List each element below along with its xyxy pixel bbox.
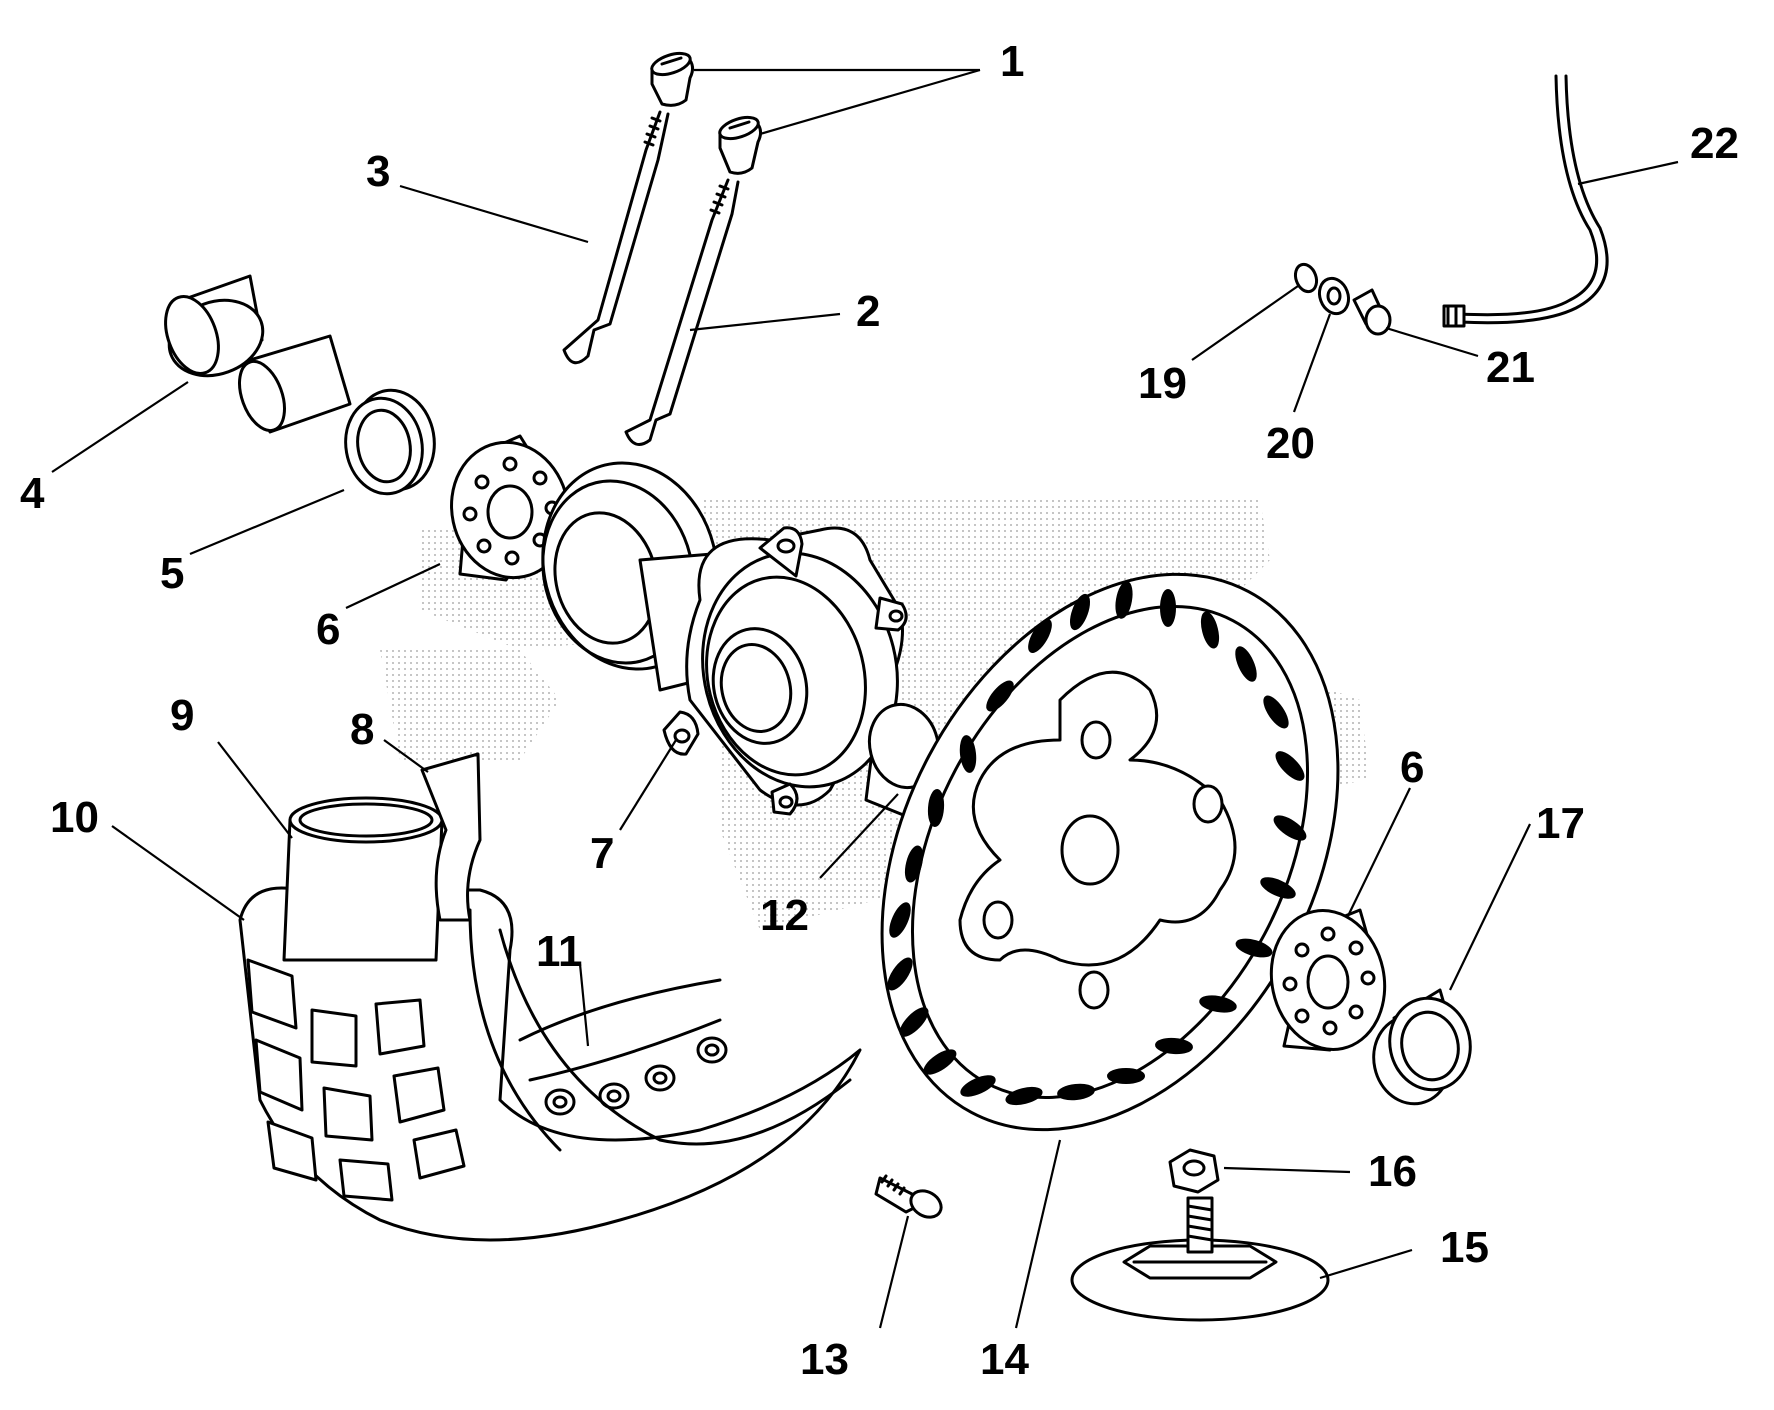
axle-spacer-part-4 xyxy=(164,274,352,434)
hub-part-7 xyxy=(541,461,908,816)
callout-21: 21 xyxy=(1486,343,1535,392)
callout-6-left: 6 xyxy=(316,605,340,654)
callout-11: 11 xyxy=(536,927,583,976)
bearing-part-6-left xyxy=(450,434,570,582)
leader-lines xyxy=(51,68,1679,1329)
callout-20: 20 xyxy=(1266,419,1315,468)
circlip-part-19 xyxy=(1293,262,1319,294)
callout-1: 1 xyxy=(1000,37,1024,86)
callout-14: 14 xyxy=(980,1335,1029,1384)
bushing-part-21 xyxy=(1352,288,1392,336)
screw-part-13 xyxy=(874,1174,943,1219)
callout-7: 7 xyxy=(590,829,614,878)
spoke-nipple-part-1 xyxy=(650,51,763,175)
callout-8: 8 xyxy=(350,705,374,754)
bearing-part-6-right xyxy=(1269,908,1387,1052)
rim-lock-part-15 xyxy=(1070,1196,1330,1322)
dust-seal-part-17 xyxy=(1372,988,1472,1106)
nut-part-16 xyxy=(1168,1148,1220,1194)
callout-16: 16 xyxy=(1368,1147,1417,1196)
dust-seal-part-5 xyxy=(344,388,436,496)
callout-labels: 1 2 3 4 5 6 6 7 8 9 10 11 12 13 14 15 16… xyxy=(20,37,1739,1384)
brake-disc-part-14 xyxy=(880,572,1340,1132)
speedometer-cable-part-22 xyxy=(1442,74,1609,328)
callout-22: 22 xyxy=(1690,119,1739,168)
washer-part-20 xyxy=(1317,276,1351,316)
callout-2: 2 xyxy=(856,287,880,336)
callout-4: 4 xyxy=(20,469,45,518)
spoke-part-2 xyxy=(624,178,740,446)
rim-strip-part-8 xyxy=(420,752,482,922)
callout-5: 5 xyxy=(160,549,184,598)
spoke-part-3 xyxy=(562,110,670,365)
callout-19: 19 xyxy=(1138,359,1187,408)
callout-17: 17 xyxy=(1536,799,1585,848)
callout-3: 3 xyxy=(366,147,390,196)
callout-12: 12 xyxy=(760,891,809,940)
callout-13: 13 xyxy=(800,1335,849,1384)
callout-15: 15 xyxy=(1440,1223,1489,1272)
callout-9: 9 xyxy=(170,691,194,740)
inner-tube-part-9 xyxy=(282,796,444,962)
tire-part-10 xyxy=(238,886,862,1242)
rim-part-11 xyxy=(518,978,728,1116)
callout-10: 10 xyxy=(50,793,99,842)
callout-6-right: 6 xyxy=(1400,743,1424,792)
